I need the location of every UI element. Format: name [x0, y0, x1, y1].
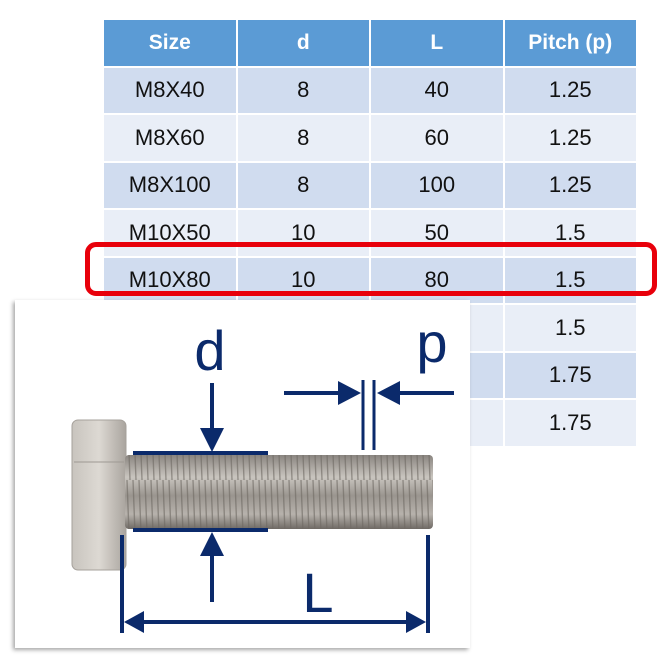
cell-pitch: 1.5 — [502, 255, 638, 305]
cell-l: 40 — [369, 65, 505, 115]
header-size: Size — [102, 18, 238, 68]
highlight-box-m10x80 — [85, 242, 657, 296]
cell-d: 10 — [235, 208, 371, 258]
cell-pitch: 1.5 — [502, 208, 638, 258]
header-pitch: Pitch (p) — [502, 18, 638, 68]
cell-pitch: 1.25 — [502, 65, 638, 115]
cell-d: 8 — [235, 65, 371, 115]
cell-l: 60 — [369, 113, 505, 163]
cell-l: 50 — [369, 208, 505, 258]
bolt-image — [71, 419, 433, 571]
cell-pitch: 1.25 — [502, 160, 638, 210]
cell-d: 8 — [235, 160, 371, 210]
cell-l: 100 — [369, 160, 505, 210]
cell-pitch: 1.25 — [502, 113, 638, 163]
cell-d: 8 — [235, 113, 371, 163]
cell-size: M8X100 — [102, 160, 238, 210]
label-d: d — [194, 319, 225, 382]
cell-pitch: 1.75 — [502, 398, 638, 448]
bolt-diagram-panel: d p L — [15, 300, 470, 648]
cell-l: 80 — [369, 255, 505, 305]
cell-size: M8X60 — [102, 113, 238, 163]
dimension-lines — [120, 380, 454, 633]
header-d: d — [235, 18, 371, 68]
label-p: p — [416, 311, 447, 374]
table-header-row: Size d L Pitch (p) — [102, 18, 638, 68]
cell-pitch: 1.75 — [502, 350, 638, 400]
cell-size: M8X40 — [102, 65, 238, 115]
cell-size: M10X50 — [102, 208, 238, 258]
cell-pitch: 1.5 — [502, 303, 638, 353]
cell-d: 10 — [235, 255, 371, 305]
header-l: L — [369, 18, 505, 68]
label-l: L — [302, 561, 333, 624]
